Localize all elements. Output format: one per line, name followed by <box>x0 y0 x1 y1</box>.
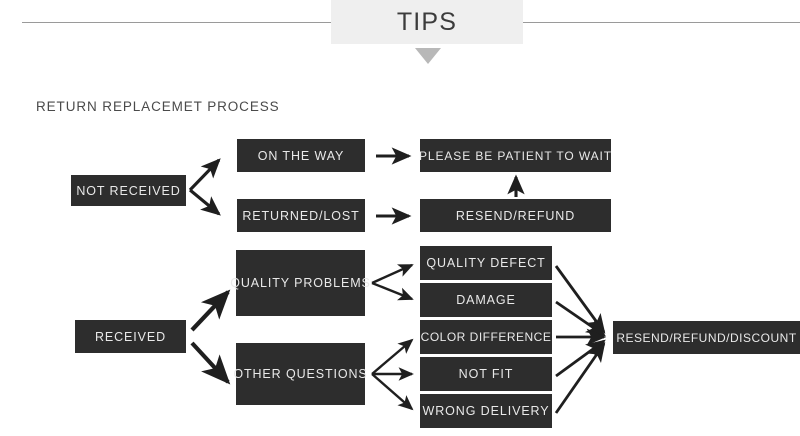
node-returned-lost[interactable]: RETURNED/LOST <box>237 199 365 232</box>
node-please-be-patient-to-wait[interactable]: PLEASE BE PATIENT TO WAIT <box>419 139 611 172</box>
node-not-fit[interactable]: NOT FIT <box>420 357 552 391</box>
node-not-received[interactable]: NOT RECEIVED <box>71 175 186 206</box>
arrow-quality-problems-to-quality-defect <box>371 263 414 285</box>
node-color-difference[interactable]: COLOR DIFFERENCE <box>420 320 552 354</box>
arrow-quality-problems-to-damage <box>371 281 414 301</box>
arrow-received-to-quality-problems <box>190 289 231 332</box>
triangle-down-icon <box>415 48 441 64</box>
node-resend-refund-discount[interactable]: RESEND/REFUND/DISCOUNT <box>613 321 800 354</box>
node-damage[interactable]: DAMAGE <box>420 283 552 317</box>
header-rule-left <box>22 22 334 23</box>
tips-banner: TIPS <box>331 0 523 44</box>
node-received[interactable]: RECEIVED <box>75 320 186 353</box>
node-quality-defect[interactable]: QUALITY DEFECT <box>420 246 552 280</box>
node-wrong-delivery[interactable]: WRONG DELIVERY <box>420 394 552 428</box>
node-on-the-way[interactable]: ON THE WAY <box>237 139 365 172</box>
arrow-other-questions-to-wrong-delivery <box>371 373 414 411</box>
arrow-received-to-other-questions <box>190 341 231 385</box>
arrow-not-received-to-on-the-way <box>188 158 221 192</box>
node-quality-problems[interactable]: QUALITY PROBLEMS <box>230 250 370 316</box>
arrow-not-fit-to-final <box>555 339 606 378</box>
arrow-quality-defect-to-final <box>554 265 606 334</box>
arrow-damage-to-final <box>555 300 606 337</box>
section-title: RETURN REPLACEMET PROCESS <box>36 99 280 114</box>
arrow-other-questions-to-color-difference <box>371 338 414 375</box>
node-other-questions[interactable]: OTHER QUESTIONS <box>233 343 367 405</box>
arrow-not-received-to-returned-lost <box>189 188 221 216</box>
node-resend-refund[interactable]: RESEND/REFUND <box>420 199 611 232</box>
header-rule-right <box>520 22 800 23</box>
arrow-wrong-delivery-to-final <box>554 342 606 414</box>
tips-label: TIPS <box>396 7 458 36</box>
